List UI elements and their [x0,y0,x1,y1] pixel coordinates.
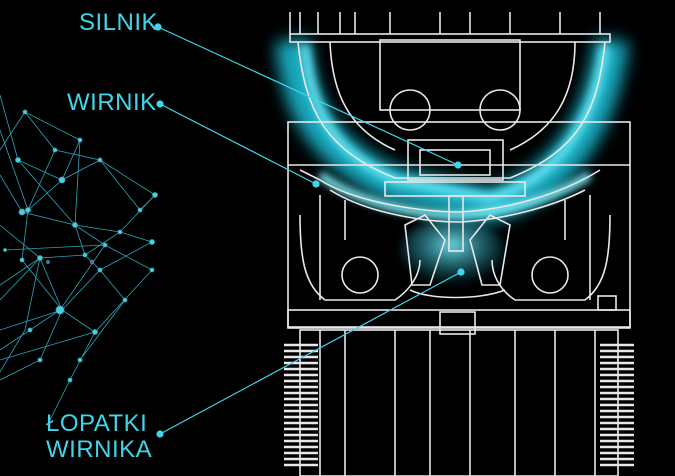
airflow-glow [275,37,629,286]
network-decoration [0,94,158,421]
leader-dot-lopatki-start [156,430,164,438]
leader-dot-wirnik-start [156,100,164,108]
leader-line-lopatki [159,271,462,435]
label-silnik: SILNIK [79,9,159,36]
leader-dot-wirnik-end [312,180,320,188]
leader-line-wirnik [159,103,317,185]
label-wirnik: WIRNIK [67,89,157,116]
leader-lines [154,23,465,438]
label-lopatki-line1: ŁOPATKI [46,410,148,437]
leader-dot-silnik-end [454,161,462,169]
label-lopatki-wirnika: ŁOPATKI WIRNIKA [46,411,152,463]
label-lopatki-line2: WIRNIKA [46,436,153,463]
cooling-fins [284,343,634,467]
leader-dot-lopatki-end [457,268,465,276]
leader-line-silnik [157,26,459,166]
leader-dot-silnik-start [154,23,162,31]
